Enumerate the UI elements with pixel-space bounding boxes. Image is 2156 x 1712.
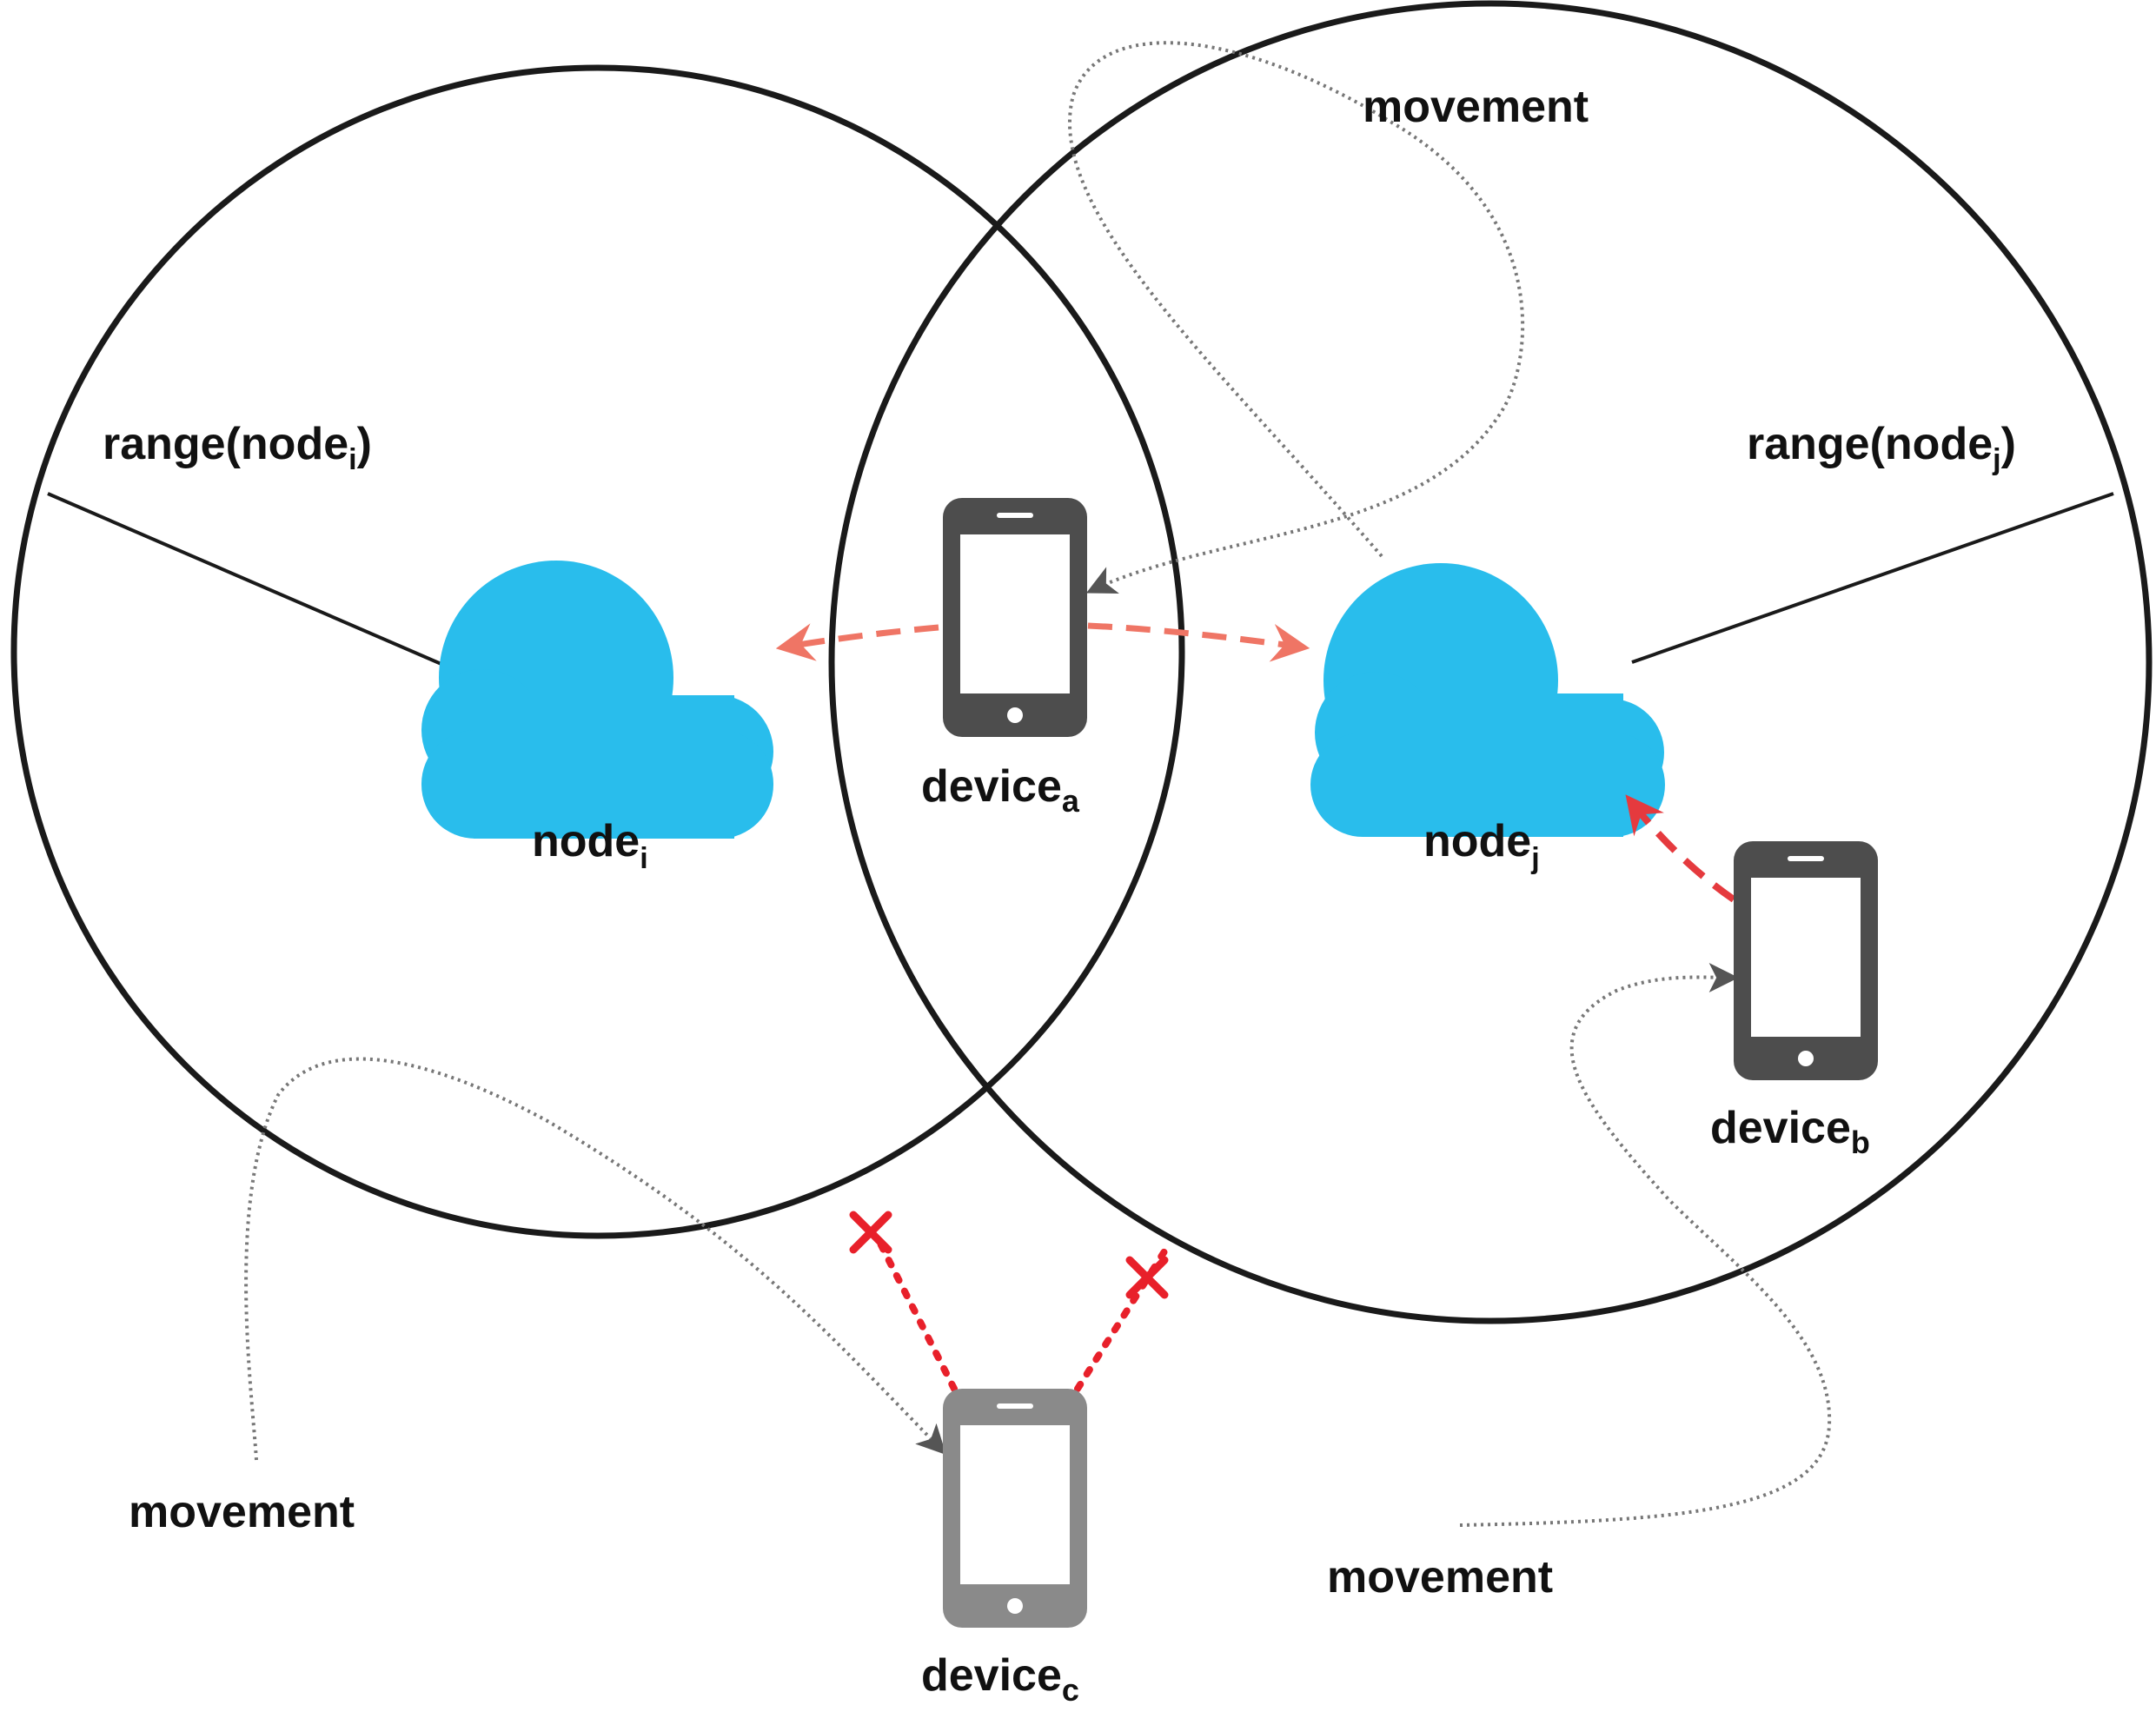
movement-path-bottom-left [244,1057,946,1461]
movement-path-top [1067,41,1525,594]
link-device-b-node-j [1625,794,1736,903]
label-range-node-i: range(nodei) [103,419,372,476]
label-device-c: devicec [921,1650,1079,1708]
smartphone-icon [943,1389,1087,1628]
link-device-a-node-i [775,623,939,661]
cloud-icon [1310,563,1665,837]
label-movement-bottom-left: movement [129,1487,355,1537]
x-mark-icon [1125,1256,1169,1299]
label-movement-top: movement [1363,82,1589,132]
label-node-j: nodej [1423,816,1540,875]
label-movement-bottom-right: movement [1327,1552,1553,1603]
range-circle-node-i [10,64,1185,1239]
label-node-i: nodei [532,816,648,875]
movement-path-bottom-right [1459,962,1832,1527]
cloud-icon [421,561,773,839]
label-range-node-j: range(nodej) [1747,419,2016,476]
range-circle-node-j [828,0,2153,1324]
radius-line-node-j [1631,492,2114,664]
link-device-a-node-j [1087,622,1310,662]
x-mark-icon [849,1211,892,1254]
smartphone-icon [943,498,1087,737]
label-device-a: devicea [921,761,1080,819]
smartphone-icon [1734,841,1878,1080]
label-device-b: deviceb [1710,1103,1870,1160]
blocked-link-device-c-node-i [874,1235,958,1392]
radius-line-node-i [47,492,444,667]
